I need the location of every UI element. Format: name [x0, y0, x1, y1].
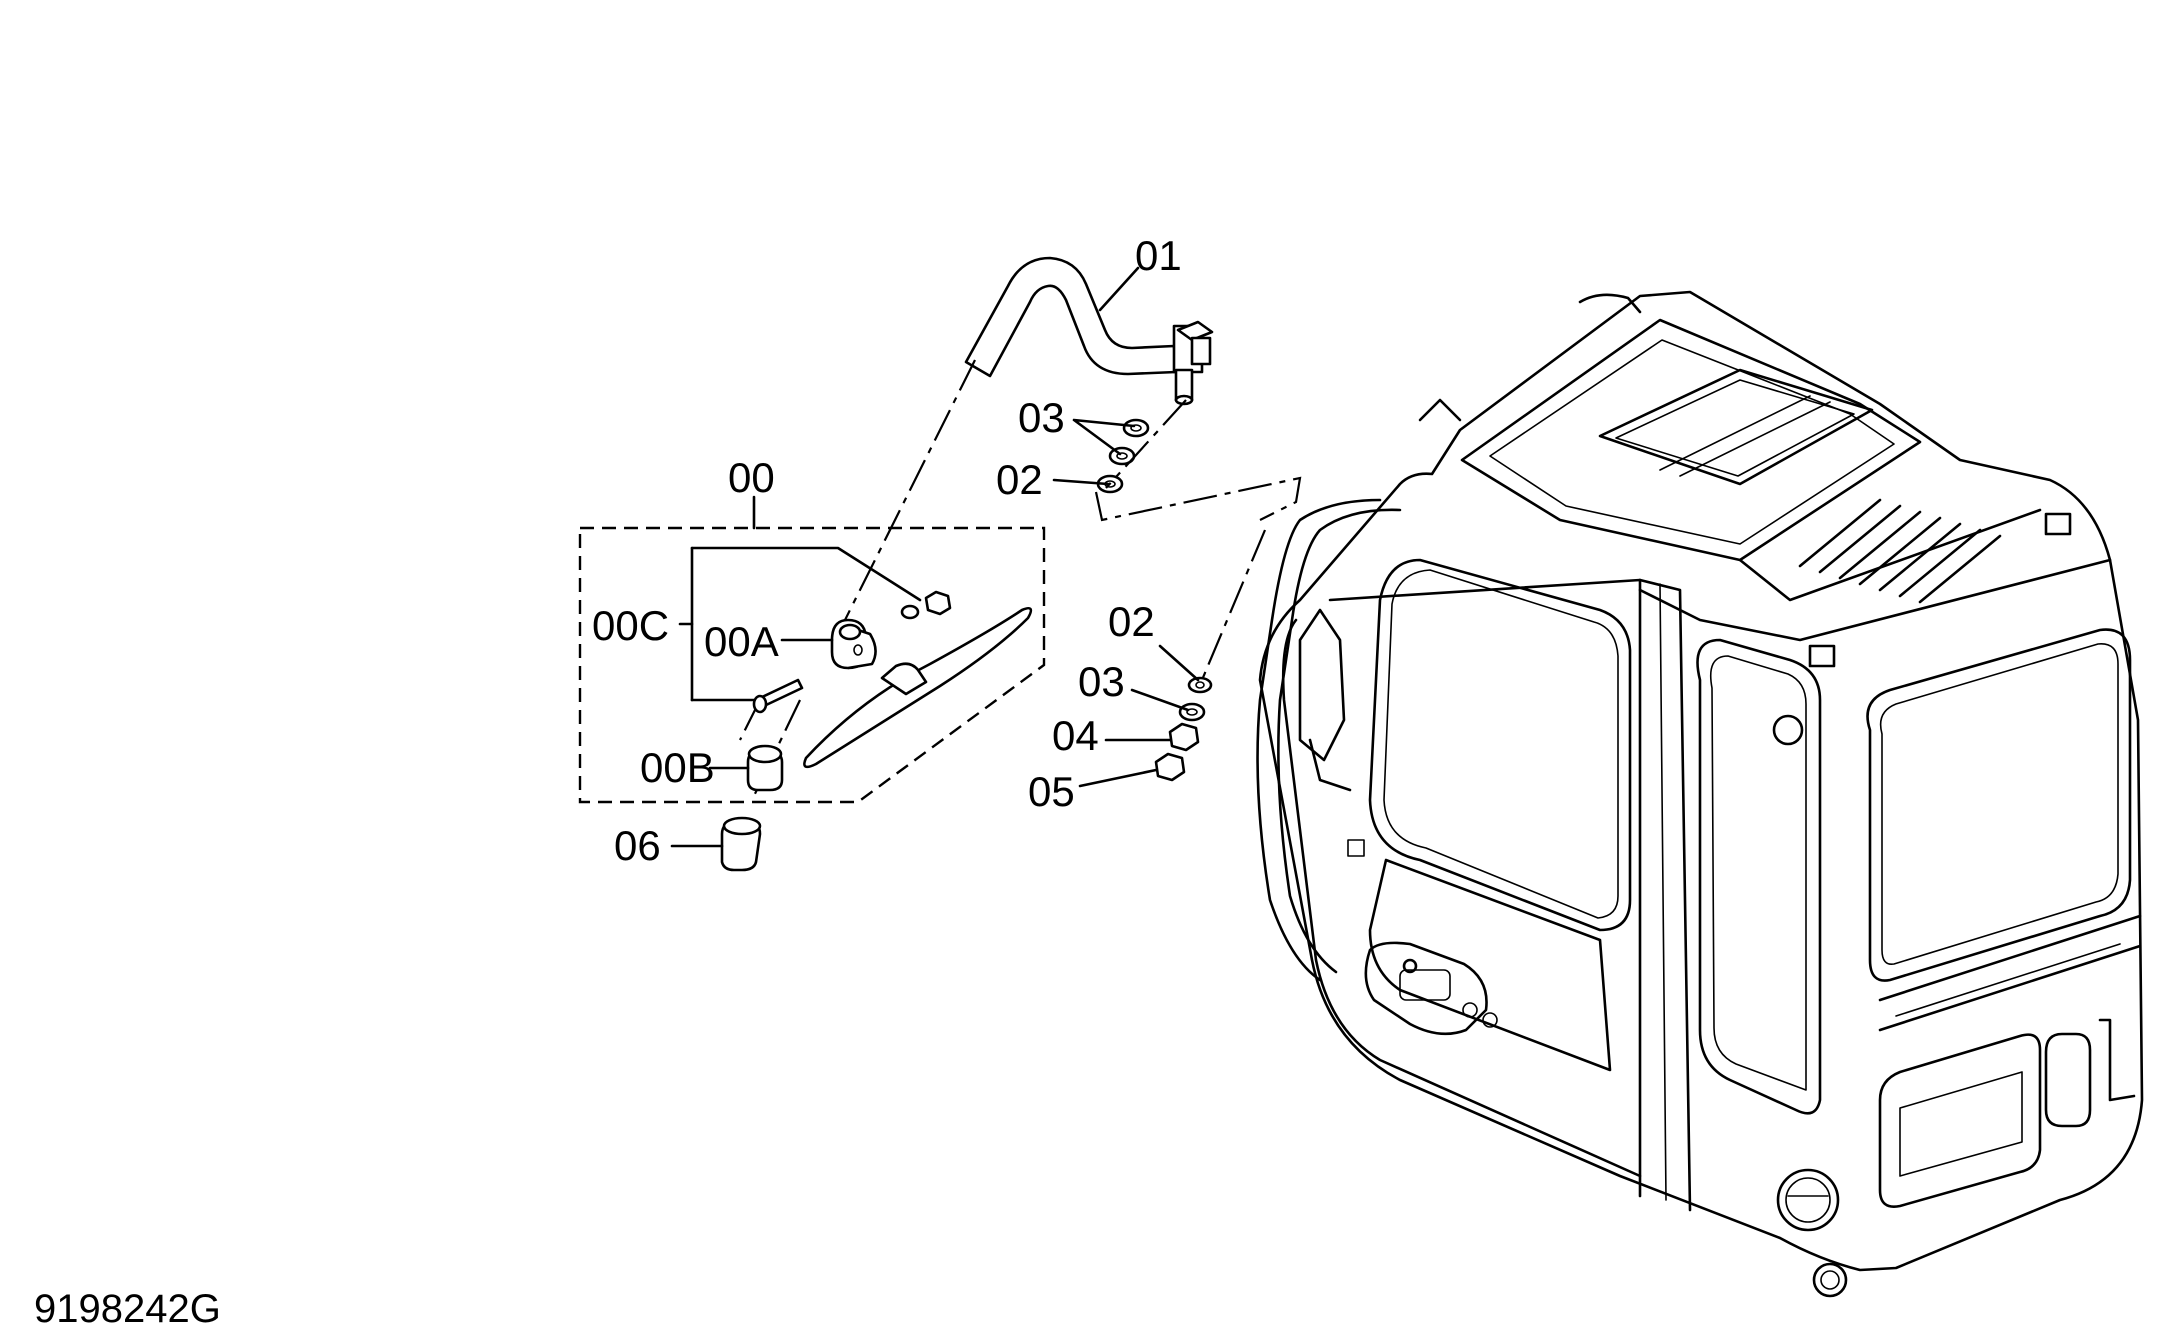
roof-vents: [1798, 498, 2002, 604]
label-01: 01: [1135, 232, 1182, 279]
drawing-number: 9198242G: [34, 1287, 221, 1331]
label-00A: 00A: [704, 618, 779, 665]
label-00C: 00C: [592, 602, 669, 649]
label-03-lower: 03: [1078, 658, 1125, 705]
label-06: 06: [614, 822, 661, 869]
part-labels: 01 03 02 00 00C 00A 00B 06 02 03 04 05 9…: [34, 232, 1182, 1331]
cab-illustration: [1256, 290, 2144, 1298]
washers-upper: [1096, 418, 1150, 494]
label-03-upper: 03: [1018, 394, 1065, 441]
label-04: 04: [1052, 712, 1099, 759]
wiper-arm-01: [964, 256, 1214, 406]
label-00: 00: [728, 454, 775, 501]
label-05: 05: [1028, 768, 1075, 815]
washers-lower: [1154, 676, 1213, 782]
label-02-lower: 02: [1108, 598, 1155, 645]
leader-lines: [1052, 266, 1200, 788]
cap-06: [670, 816, 762, 872]
label-02-upper: 02: [996, 456, 1043, 503]
center-lines: [739, 359, 1302, 801]
label-00B: 00B: [640, 744, 715, 791]
kit-box-00: [578, 495, 1046, 804]
